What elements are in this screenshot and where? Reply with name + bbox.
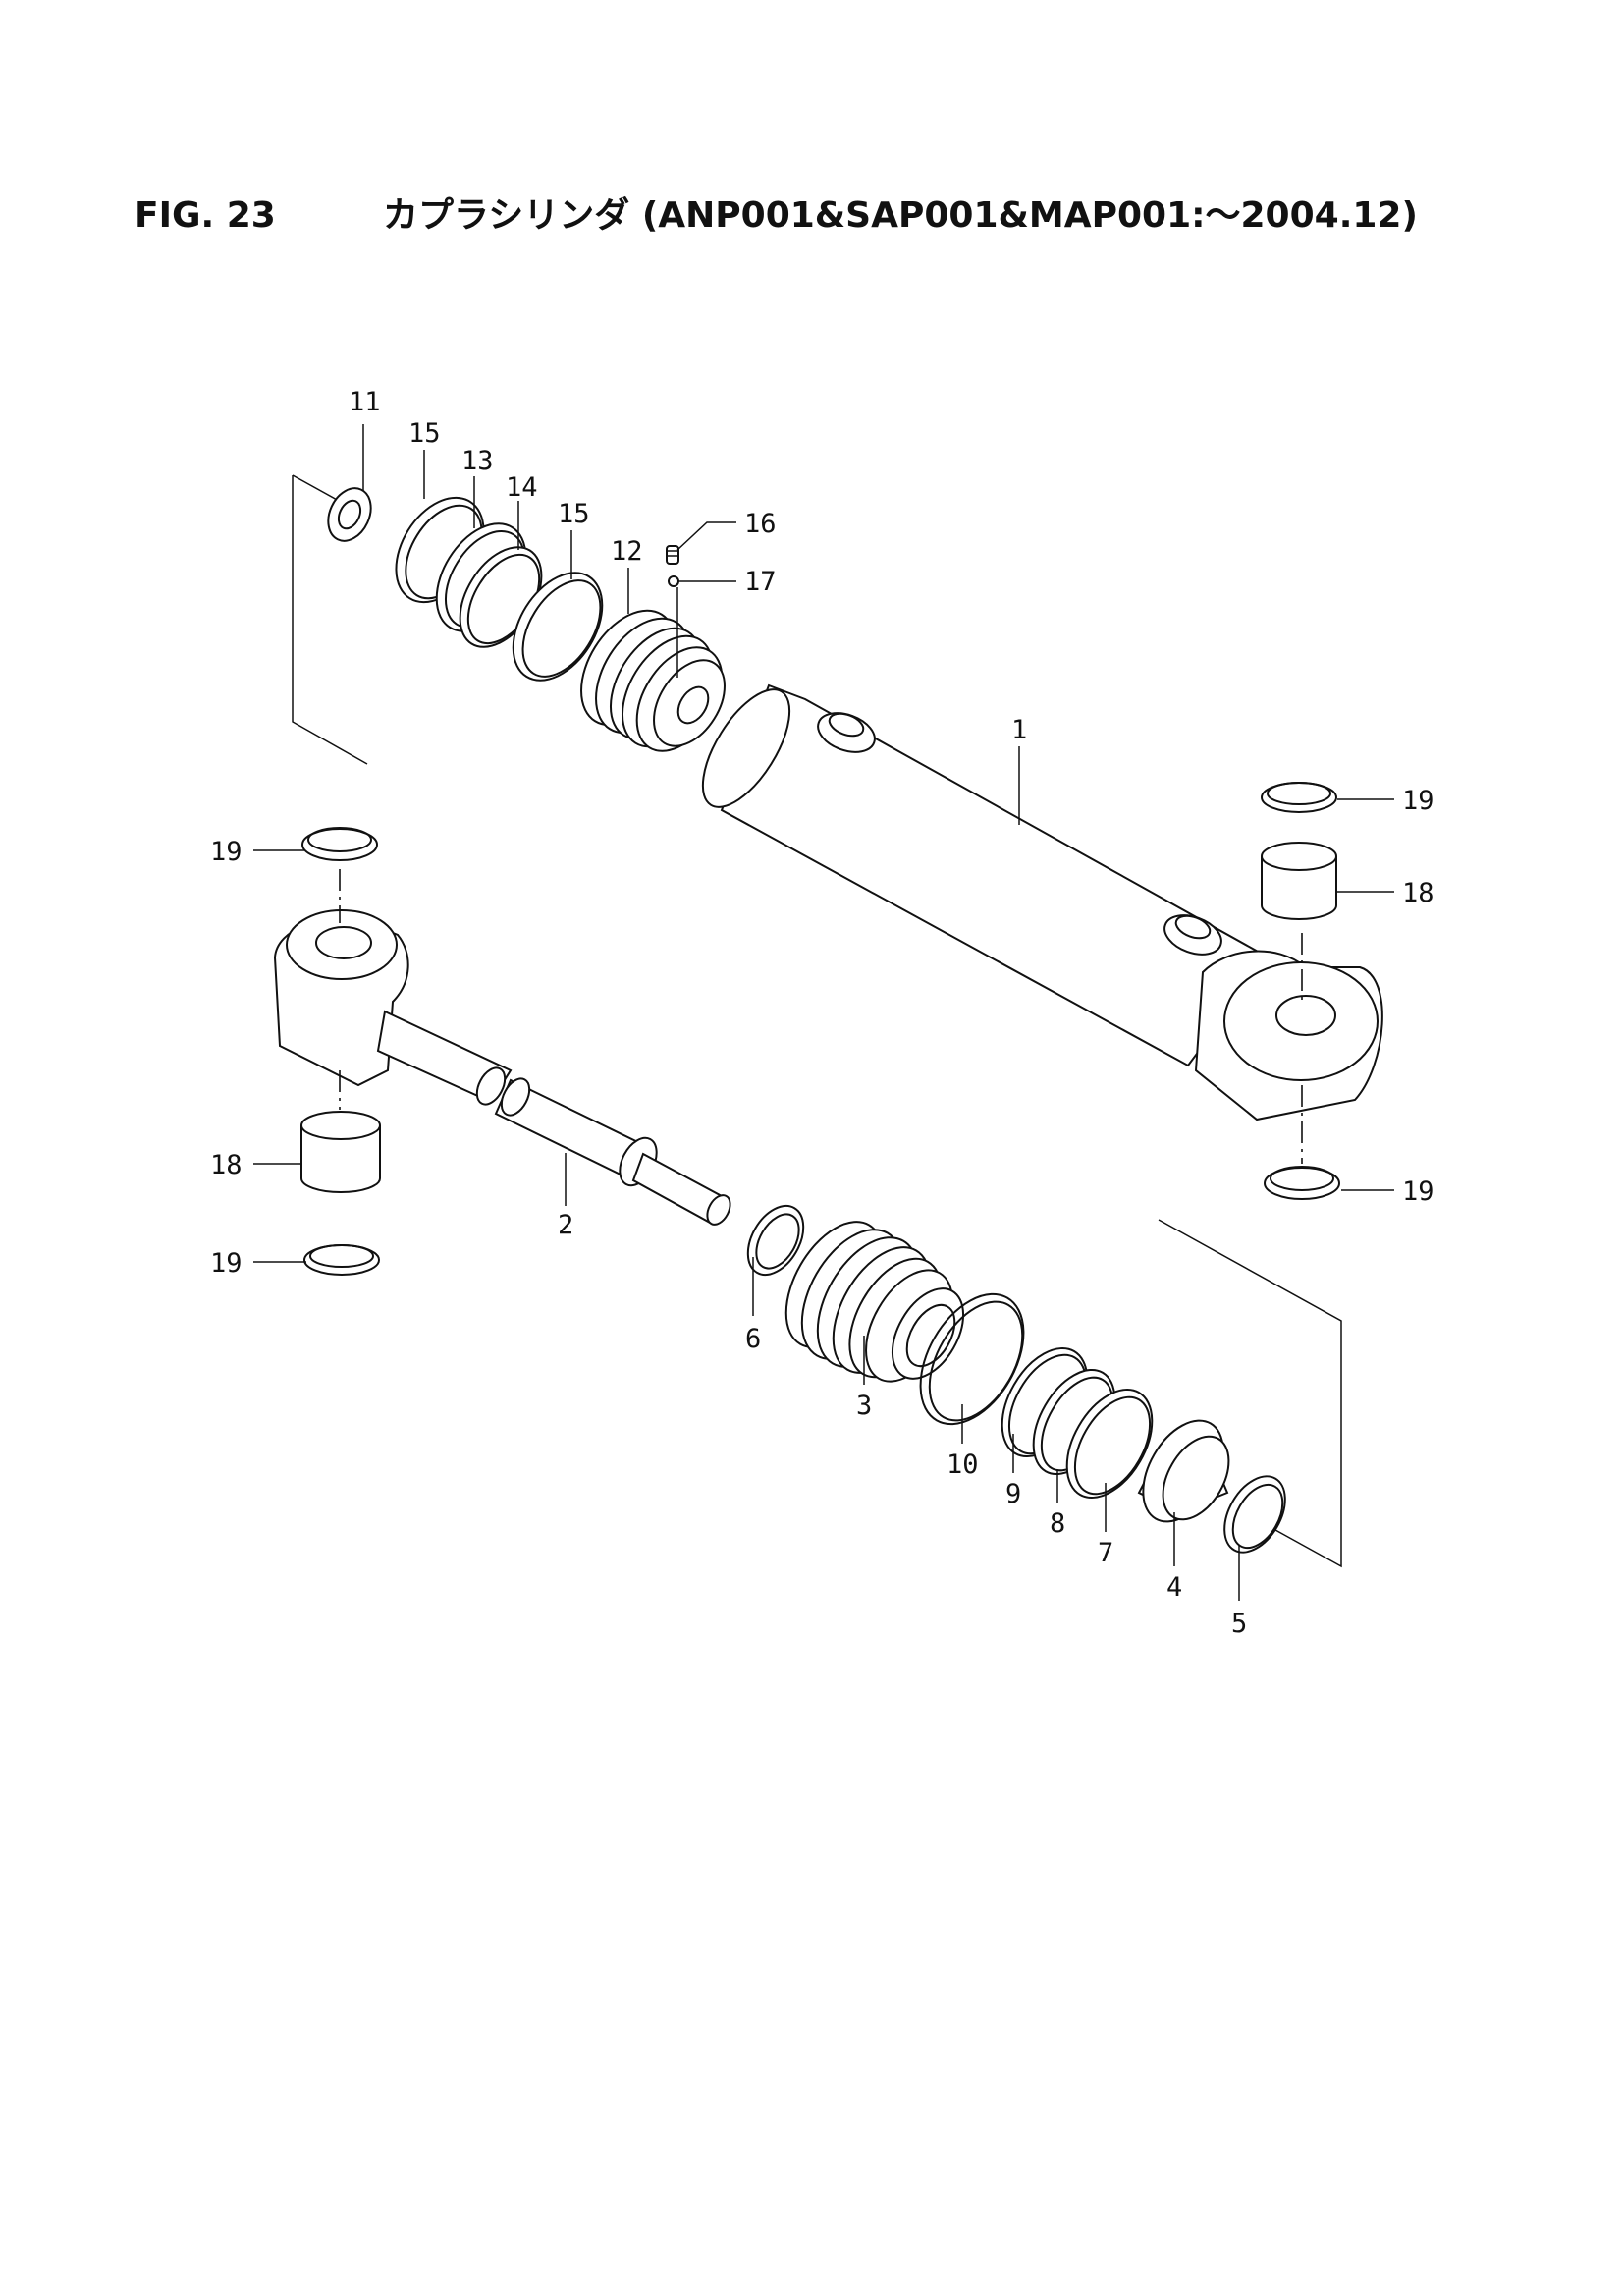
label-part-8: 8 <box>1050 1508 1065 1539</box>
bracket-upper-left <box>292 474 368 765</box>
label-part-19-lower-right: 19 <box>1402 1176 1434 1207</box>
part-6-ring <box>746 1204 805 1277</box>
label-part-12: 12 <box>611 536 643 567</box>
part-17-ball <box>668 575 679 587</box>
part-18-bushing-left <box>300 1111 381 1193</box>
label-part-1: 1 <box>1011 715 1027 745</box>
part-5-ring <box>1223 1475 1286 1554</box>
part-1-cylinder-tube <box>701 683 1383 1121</box>
part-2-piston-rod <box>273 909 731 1226</box>
part-12-piston <box>580 609 726 752</box>
label-part-9: 9 <box>1005 1479 1021 1509</box>
label-part-2: 2 <box>558 1210 573 1240</box>
figure-number: FIG. 23 <box>135 195 276 236</box>
label-part-15-right: 15 <box>558 499 590 529</box>
label-part-15-left: 15 <box>408 418 441 449</box>
label-part-16: 16 <box>744 509 777 539</box>
part-19-ring-upper-left <box>301 827 378 861</box>
label-part-6: 6 <box>745 1324 761 1354</box>
label-part-13: 13 <box>461 446 494 476</box>
label-part-18-right: 18 <box>1402 878 1434 908</box>
figure-header: FIG. 23 カプラシリンダ (ANP001&SAP001&MAP001:～20… <box>135 187 1418 238</box>
label-part-14: 14 <box>506 472 538 503</box>
part-15-ring-right <box>512 572 604 682</box>
label-part-5: 5 <box>1231 1609 1247 1639</box>
part-19-ring-upper-right <box>1261 782 1337 813</box>
figure-title: カプラシリンダ (ANP001&SAP001&MAP001:～2004.12) <box>383 195 1418 236</box>
label-part-18-left: 18 <box>210 1150 243 1180</box>
label-part-3: 3 <box>856 1391 872 1421</box>
part-19-ring-lower-left <box>303 1244 380 1276</box>
part-10-snap-ring <box>919 1292 1025 1426</box>
label-part-19-upper-left: 19 <box>210 837 243 867</box>
label-part-7: 7 <box>1098 1538 1113 1568</box>
label-part-11: 11 <box>349 387 381 417</box>
label-part-19-upper-right: 19 <box>1402 786 1434 816</box>
label-part-17: 17 <box>744 567 777 597</box>
part-19-ring-lower-right <box>1264 1166 1340 1200</box>
bracket-lower-right <box>1158 1219 1342 1568</box>
part-4-bushing <box>1137 1419 1230 1523</box>
part-7-ring <box>1065 1389 1154 1499</box>
part-11-washer <box>327 487 372 542</box>
part-18-bushing-right <box>1261 842 1337 920</box>
label-part-19-lower-left: 19 <box>210 1248 243 1279</box>
leader-lines <box>253 424 1394 1601</box>
part-3-gland <box>784 1221 965 1383</box>
label-part-10: 10 <box>947 1449 979 1480</box>
label-part-4: 4 <box>1166 1572 1182 1603</box>
part-16-set-screw <box>666 545 679 565</box>
